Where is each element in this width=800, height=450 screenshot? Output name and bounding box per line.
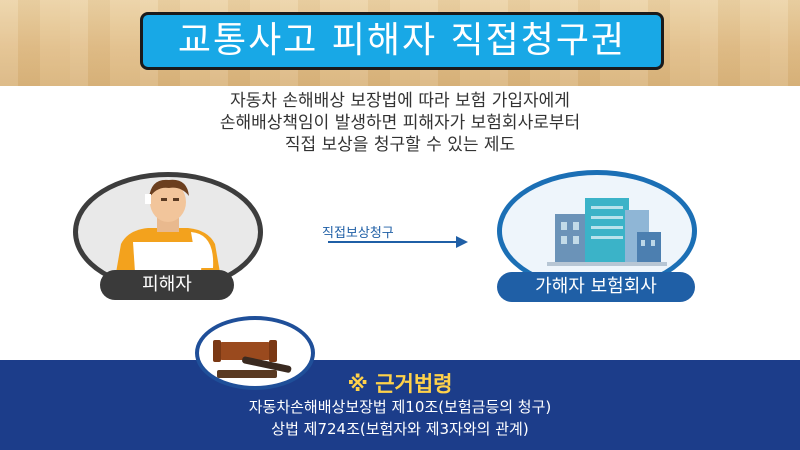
company-circle — [497, 170, 697, 292]
victim-label: 피해자 — [100, 270, 234, 300]
gavel-icon — [213, 340, 292, 378]
intro-line: 손해배상책임이 발생하면 피해자가 보험회사로부터 — [219, 113, 581, 133]
law-item: 상법 제724조(보험자와 제3자와의 관계) — [271, 420, 529, 438]
page-title: 교통사고 피해자 직접청구권 — [140, 12, 664, 70]
intro-line: 직접 보상을 청구할 수 있는 제도 — [284, 135, 516, 155]
intro-text: 자동차 손해배상 보장법에 따라 보험 가입자에게 손해배상책임이 발생하면 피… — [0, 90, 800, 156]
legal-basis-heading: ※ 근거법령 — [347, 372, 453, 396]
company-label: 가해자 보험회사 — [497, 272, 695, 302]
office-buildings-icon — [547, 198, 667, 266]
gavel-bubble — [195, 316, 315, 390]
intro-line: 자동차 손해배상 보장법에 따라 보험 가입자에게 — [230, 91, 570, 111]
right-arrow-icon — [328, 236, 468, 248]
victim-circle — [73, 172, 263, 292]
law-item: 자동차손해배상보장법 제10조(보험금등의 청구) — [248, 398, 552, 416]
arrow-label: 직접보상청구 — [322, 226, 394, 241]
legal-basis-band — [0, 360, 800, 450]
